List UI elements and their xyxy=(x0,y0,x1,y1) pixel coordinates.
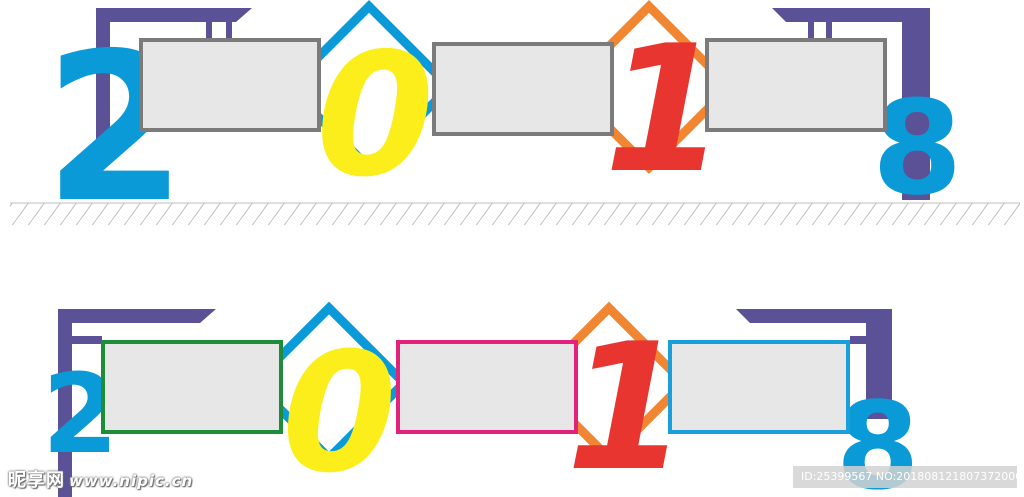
top-digit-0: 0 xyxy=(316,17,434,215)
bottom-photo-frame-green xyxy=(101,340,283,434)
top-navy-frame-left xyxy=(96,8,252,163)
top-design: 2 0 1 8 xyxy=(10,0,1020,248)
bottom-navy-frame-left xyxy=(58,309,216,497)
top-photo-frame-2 xyxy=(432,42,614,136)
top-digit-8: 8 xyxy=(872,72,962,224)
bottom-blue-diamond xyxy=(247,301,411,465)
bottom-photo-frame-pink xyxy=(396,340,578,434)
watermark-site-text: www.nipic.cn xyxy=(69,472,194,490)
top-ground-hatch xyxy=(10,203,1020,225)
watermark-logo-text: 昵享网 xyxy=(8,470,65,491)
top-photo-frame-1 xyxy=(139,38,321,132)
bottom-photo-frame-blue xyxy=(668,340,850,434)
top-photo-frame-3 xyxy=(705,38,887,132)
watermark-id: ID:25399567 NO:20180812180737200032 xyxy=(793,466,1017,488)
top-blue-diamond xyxy=(282,0,456,174)
top-navy-frame-right xyxy=(772,8,930,200)
bottom-digit-1: 1 xyxy=(566,307,688,497)
watermark-id-text: ID:25399567 NO:20180812180737200032 xyxy=(801,470,1017,483)
bottom-digit-0: 0 xyxy=(282,317,397,497)
bottom-navy-frame-right xyxy=(736,309,892,419)
